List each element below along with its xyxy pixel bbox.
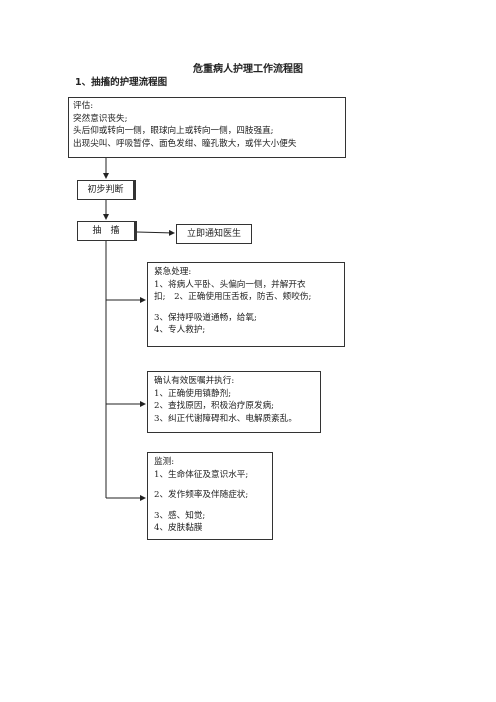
monitoring-line: 1、生命体征及意识水平;: [154, 469, 249, 480]
orders-line: 3、纠正代谢障碍和水、电解质紊乱。: [154, 413, 297, 424]
page-title: 危重病人护理工作流程图: [193, 64, 303, 75]
monitoring-box: 监测: 1、生命体征及意识水平; 2、发作频率及伴随症状; 3、感、知觉; 4、…: [147, 452, 273, 540]
emergency-line: 3、保持呼吸道通畅，给氧;: [154, 312, 257, 323]
section-subtitle: 1、抽搐的护理流程图: [75, 77, 168, 88]
orders-line: 确认有效医嘱并执行:: [154, 376, 235, 386]
seizure-box: 抽 搐: [77, 221, 135, 241]
assessment-line: 头后仰或转向一侧，眼球向上或转向一侧，四肢强直;: [73, 126, 274, 136]
assessment-box: 评估: 突然意识丧失; 头后仰或转向一侧，眼球向上或转向一侧，四肢强直; 出现尖…: [68, 97, 346, 158]
initial-judgment-box: 初步判断: [77, 180, 134, 200]
emergency-line: 紧急处理:: [154, 267, 192, 277]
orders-line: 2、查找原因，积极治疗原发病;: [154, 401, 275, 411]
assessment-line: 突然意识丧失;: [73, 113, 128, 124]
emergency-box: 紧急处理: 1、将病人平卧、头偏向一侧，并解开衣 扣; 2、正确使用压舌板，防舌…: [147, 262, 345, 347]
emergency-line: 扣; 2、正确使用压舌板，防舌、颊咬伤;: [154, 292, 312, 302]
assessment-line: 出现尖叫、呼吸暂停、面色发绀、瞳孔散大，或伴大小便失: [73, 138, 297, 149]
arrow-seizure-to-notify: [136, 229, 175, 236]
monitoring-line: 2、发作频率及伴随症状;: [154, 490, 249, 500]
monitoring-line: 3、感、知觉;: [154, 510, 206, 521]
emergency-line: 1、将病人平卧、头偏向一侧，并解开衣: [154, 279, 306, 290]
monitoring-line: 监测:: [154, 457, 175, 467]
notify-doctor-box: 立即通知医生: [176, 224, 252, 244]
orders-box: 确认有效医嘱并执行: 1、正确使用镇静剂; 2、查找原因，积极治疗原发病; 3、…: [147, 371, 321, 433]
orders-line: 1、正确使用镇静剂;: [154, 388, 232, 399]
emergency-line: 4、专人救护;: [154, 325, 206, 335]
assessment-line: 评估:: [73, 101, 94, 111]
monitoring-line: 4、皮肤黏膜: [154, 523, 203, 533]
